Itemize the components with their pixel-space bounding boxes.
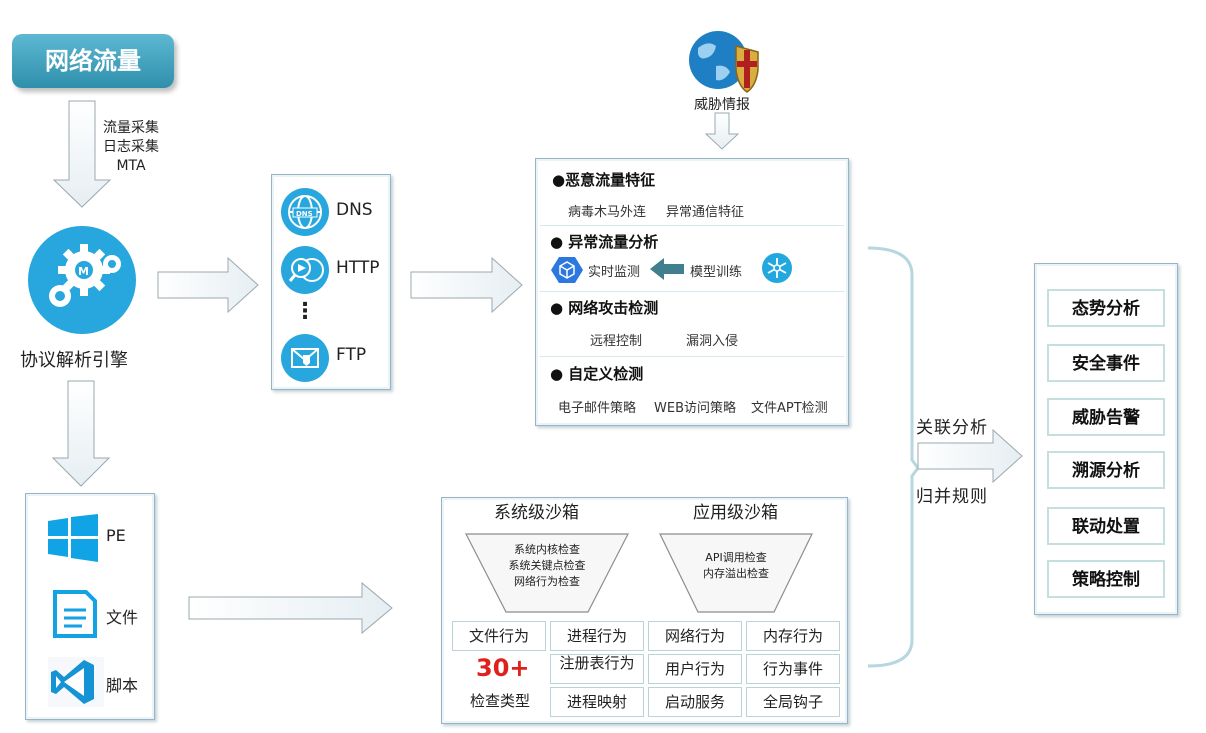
globe-shield-icon xyxy=(689,31,759,93)
app-sandbox-title: 应用级沙箱 xyxy=(693,503,778,523)
outputs-panel: 态势分析 安全事件 威胁告警 溯源分析 联动处置 策略控制 xyxy=(1034,263,1178,615)
divider xyxy=(540,291,844,292)
cell-global-hooks: 全局钩子 xyxy=(746,687,840,717)
merge-rules-label: 归并规则 xyxy=(916,487,988,507)
check-count-number: 30+ xyxy=(476,654,530,682)
output-policy-control: 策略控制 xyxy=(1047,560,1165,598)
traffic-badge: 网络流量 xyxy=(12,34,174,88)
svg-text:DNS: DNS xyxy=(296,210,313,218)
protocol-http: HTTP xyxy=(336,258,380,278)
arrow-right-outputs xyxy=(917,428,1023,484)
cell-startup-services: 启动服务 xyxy=(648,687,742,717)
section-attack-title: ● 网络攻击检测 xyxy=(550,299,659,317)
item-abnormal-comm: 异常通信特征 xyxy=(666,205,745,220)
item-web-policy: WEB访问策略 xyxy=(654,401,736,416)
app-funnel-shape xyxy=(659,533,813,613)
check-network: 网络行为检查 xyxy=(514,575,580,588)
collection-labels: 流量采集 日志采集 MTA xyxy=(96,119,166,176)
cell-registry-behavior: 注册表行为 xyxy=(550,654,644,684)
item-remote-control: 远程控制 xyxy=(590,334,643,349)
cell-network-behavior: 网络行为 xyxy=(648,621,742,651)
section-anomaly-title: ● 异常流量分析 xyxy=(550,233,659,251)
item-realtime-monitor: 实时监测 xyxy=(588,265,641,280)
file-type-script: 脚本 xyxy=(106,676,139,695)
merge-bracket xyxy=(867,246,920,668)
detection-panel: ●恶意流量特征 病毒木马外连 异常通信特征 ● 异常流量分析 实时监测 模型训练… xyxy=(535,158,849,426)
output-linkage: 联动处置 xyxy=(1047,507,1165,545)
app-funnel-items: API调用检查 内存溢出检查 xyxy=(686,550,786,582)
protocol-ftp: FTP xyxy=(336,345,367,365)
cell-behavior-events: 行为事件 xyxy=(746,654,840,684)
system-funnel-shape xyxy=(465,533,629,613)
hexagon-cube-icon xyxy=(551,257,583,283)
snowflake-icon xyxy=(762,253,792,283)
visual-studio-icon xyxy=(48,657,104,707)
http-icon xyxy=(281,246,329,294)
divider xyxy=(540,356,844,357)
check-api: API调用检查 xyxy=(705,551,767,564)
arrow-right-sandbox xyxy=(188,581,393,635)
item-vuln-intrusion: 漏洞入侵 xyxy=(686,334,739,349)
gears-icon: M xyxy=(28,226,136,334)
ftp-mail-icon xyxy=(281,334,329,382)
svg-text:M: M xyxy=(78,265,89,278)
output-situation-analysis: 态势分析 xyxy=(1047,289,1165,327)
cell-process-behavior: 进程行为 xyxy=(550,621,644,651)
cell-memory-behavior: 内存行为 xyxy=(746,621,840,651)
arrow-down-intel xyxy=(704,112,740,150)
file-type-pe: PE xyxy=(106,526,126,545)
engine-label: 协议解析引擎 xyxy=(20,350,128,371)
item-file-apt: 文件APT检测 xyxy=(751,401,828,416)
cell-process-mapping: 进程映射 xyxy=(550,687,644,717)
item-model-training: 模型训练 xyxy=(690,265,743,280)
output-security-events: 安全事件 xyxy=(1047,344,1165,382)
document-icon xyxy=(53,590,97,638)
item-email-policy: 电子邮件策略 xyxy=(558,401,637,416)
arrow-left-icon xyxy=(650,258,684,280)
divider xyxy=(540,225,844,226)
output-traceback: 溯源分析 xyxy=(1047,451,1165,489)
section-malicious-title: ●恶意流量特征 xyxy=(552,171,656,189)
arrow-right-detection xyxy=(410,256,523,314)
arrow-right-protocols xyxy=(157,256,259,314)
system-sandbox-title: 系统级沙箱 xyxy=(494,503,579,523)
check-overflow: 内存溢出检查 xyxy=(703,567,769,580)
dns-icon: DNS xyxy=(281,188,329,236)
output-threat-alerts: 威胁告警 xyxy=(1047,398,1165,436)
item-trojan-outbound: 病毒木马外连 xyxy=(568,205,647,220)
check-kernel: 系统内核检查 xyxy=(514,543,580,556)
windows-icon xyxy=(48,514,98,562)
protocol-dns: DNS xyxy=(336,200,373,220)
check-keypoints: 系统关键点检查 xyxy=(508,559,586,572)
label-mta: MTA xyxy=(116,158,146,174)
threat-intel-label: 威胁情报 xyxy=(694,97,750,113)
sandbox-panel: 系统级沙箱 应用级沙箱 系统内核检查 系统关键点检查 网络行为检查 API调用检… xyxy=(441,497,848,724)
cell-file-behavior: 文件行为 xyxy=(452,621,546,651)
arrow-down-collect xyxy=(52,100,112,208)
protocol-ellipsis: ⋮ xyxy=(294,299,316,324)
label-traffic-collect: 流量采集 xyxy=(103,120,159,136)
section-custom-title: ● 自定义检测 xyxy=(550,365,644,383)
system-funnel-items: 系统内核检查 系统关键点检查 网络行为检查 xyxy=(497,542,597,590)
cell-user-behavior: 用户行为 xyxy=(648,654,742,684)
arrow-down-files xyxy=(51,380,111,487)
file-type-file: 文件 xyxy=(106,608,139,627)
protocol-panel: DNS DNS HTTP ⋮ FTP xyxy=(271,174,391,390)
check-count-label: 检查类型 xyxy=(470,692,531,710)
correlation-label: 关联分析 xyxy=(916,418,988,438)
file-types-panel: PE 文件 脚本 xyxy=(25,493,155,720)
label-log-collect: 日志采集 xyxy=(103,139,159,155)
